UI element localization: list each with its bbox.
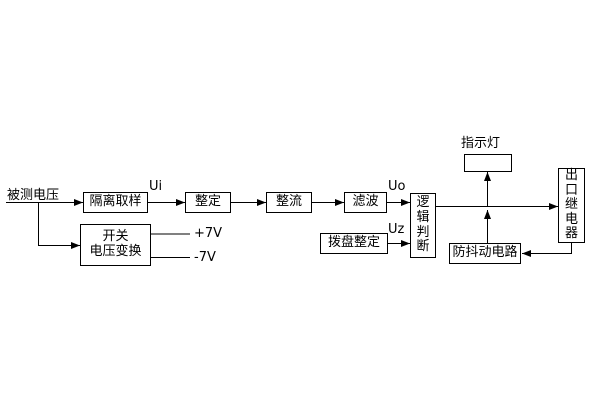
signal-uz-label: Uz [388, 222, 405, 237]
dial-setting-block: 拨盘整定 [320, 233, 388, 254]
output-relay-block: 出口继电器 [558, 168, 585, 243]
indicator-lamp-label: 指示灯 [461, 136, 501, 151]
filter-block: 滤波 [344, 192, 387, 213]
wire-output-relay-to-anti-jitter [522, 243, 572, 257]
switch-voltage-converter-block: 开关 电压变换 [80, 224, 151, 266]
wire-input-branch-to-switch-converter [38, 202, 80, 249]
signal-uo-label: Uo [388, 179, 406, 194]
minus-7v-label: -7V [194, 250, 216, 265]
plus-7v-label: +7V [194, 226, 223, 241]
input-voltage-label: 被测电压 [7, 188, 60, 203]
indicator-lamp-box [464, 154, 512, 172]
isolation-sampling-block: 隔离取样 [83, 192, 148, 213]
rectifier-block: 整流 [266, 192, 312, 213]
setting-block: 整定 [185, 192, 231, 213]
logic-judgment-block: 逻辑判断 [410, 193, 436, 258]
anti-jitter-circuit-block: 防抖动电路 [449, 243, 521, 264]
signal-ui-label: Ui [149, 179, 163, 194]
